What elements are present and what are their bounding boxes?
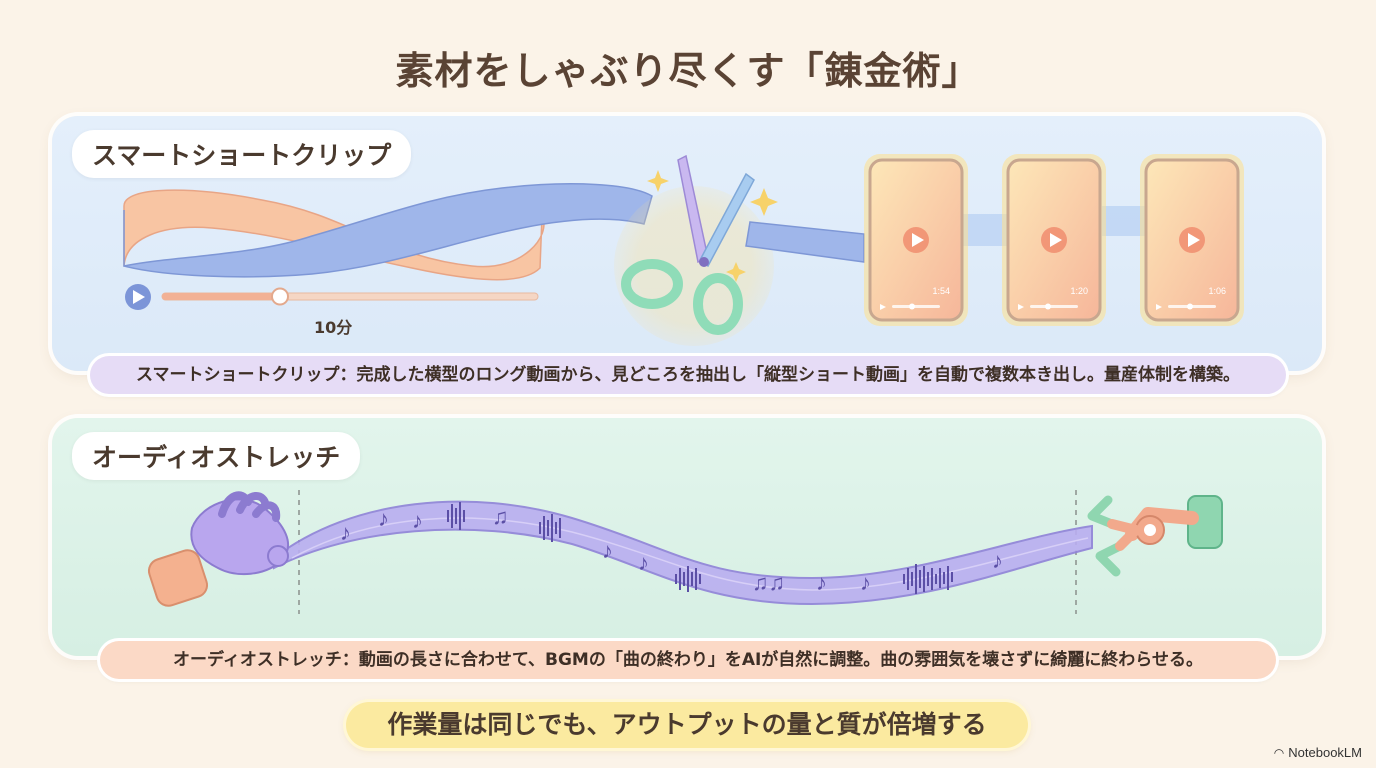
audio-stretch-caption: オーディオストレッチ：動画の長さに合わせて、BGMの「曲の終わり」をAIが自然に… [100, 641, 1276, 679]
svg-text:♪: ♪ [340, 520, 351, 545]
page-title: 素材をしゃぶり尽くす「錬金術」 [395, 49, 981, 93]
svg-text:♪: ♪ [638, 550, 649, 575]
audio-stretch-panel: ♪ ♪ ♪ ♫ ♪ ♪ ♫♫ ♪ ♪ ♪ [52, 418, 1322, 656]
audio-stretch-illustration: ♪ ♪ ♪ ♫ ♪ ♪ ♫♫ ♪ ♪ ♪ [147, 490, 1223, 614]
waveform-icon [447, 502, 953, 594]
section-label-smart-short-clip: スマートショートクリップ [72, 130, 412, 178]
svg-text:♪: ♪ [378, 506, 389, 531]
svg-text:♪: ♪ [816, 570, 827, 595]
robot-claw-icon [1087, 495, 1223, 577]
summary-banner: 作業量は同じでも、アウトプットの量と質が倍増する [346, 702, 1028, 748]
svg-text:♪: ♪ [992, 548, 1003, 573]
long-video-ribbon [123, 183, 653, 281]
scissors-icon [614, 154, 778, 346]
brand-watermark: ◠NotebookLM [1274, 745, 1362, 760]
svg-text:♪: ♪ [602, 538, 613, 563]
svg-text:♪: ♪ [860, 570, 871, 595]
smart-short-clip-panel: スマートショートクリップ 1:54 1:20 [52, 116, 1322, 371]
smart-short-clip-illustration [123, 154, 1148, 346]
hand-icon [147, 491, 289, 607]
svg-text:♪: ♪ [412, 508, 423, 533]
svg-text:♫♫: ♫♫ [752, 570, 785, 595]
audio-ribbon: ♪ ♪ ♪ ♫ ♪ ♪ ♫♫ ♪ ♪ ♪ [273, 500, 1093, 606]
brand-name: NotebookLM [1288, 745, 1362, 760]
section-label-audio-stretch: オーディオストレッチ [72, 432, 361, 480]
notebooklm-logo-icon: ◠ [1273, 746, 1285, 760]
svg-text:♫: ♫ [492, 504, 509, 529]
timeline-duration-label: 10分 [314, 318, 353, 337]
video-timeline[interactable] [125, 284, 539, 310]
smart-short-clip-caption: スマートショートクリップ：完成した横型のロング動画から、見どころを抽出し「縦型シ… [90, 356, 1286, 394]
timeline-scrubber-handle[interactable] [271, 287, 289, 306]
